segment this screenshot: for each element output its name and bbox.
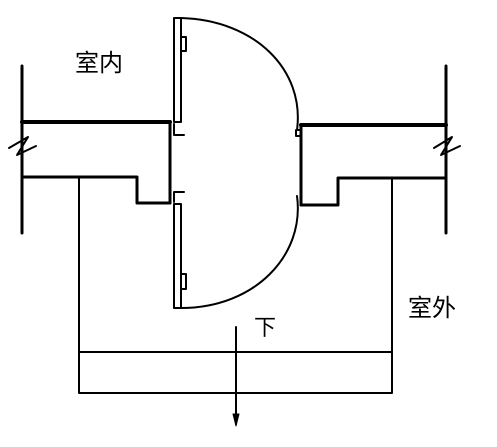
down-arrow-head-icon [232, 413, 240, 427]
left-wall [8, 64, 172, 235]
left-door-stop-lower [173, 191, 185, 203]
left-wall-break-symbol [8, 136, 37, 156]
lower-door-leaf [173, 203, 182, 309]
outdoor-label: 室外 [408, 294, 456, 322]
right-wall-break-symbol [433, 136, 461, 156]
indoor-label: 室内 [75, 49, 123, 77]
door-swing-arcs [180, 17, 299, 309]
down-label: 下 [254, 316, 277, 341]
left-wall-bottom-line [20, 175, 172, 205]
upper-door-leaf [173, 17, 182, 123]
right-wall [299, 64, 461, 235]
right-door-stop [295, 129, 302, 137]
left-door-stop-upper [173, 123, 185, 136]
upper-swing-arc [180, 17, 299, 131]
door-leaves [173, 17, 302, 309]
down-arrow [232, 326, 240, 427]
lower-hinge [180, 273, 187, 290]
lower-swing-arc [180, 195, 299, 309]
right-wall-bottom-line [299, 176, 448, 207]
upper-hinge [180, 36, 187, 52]
